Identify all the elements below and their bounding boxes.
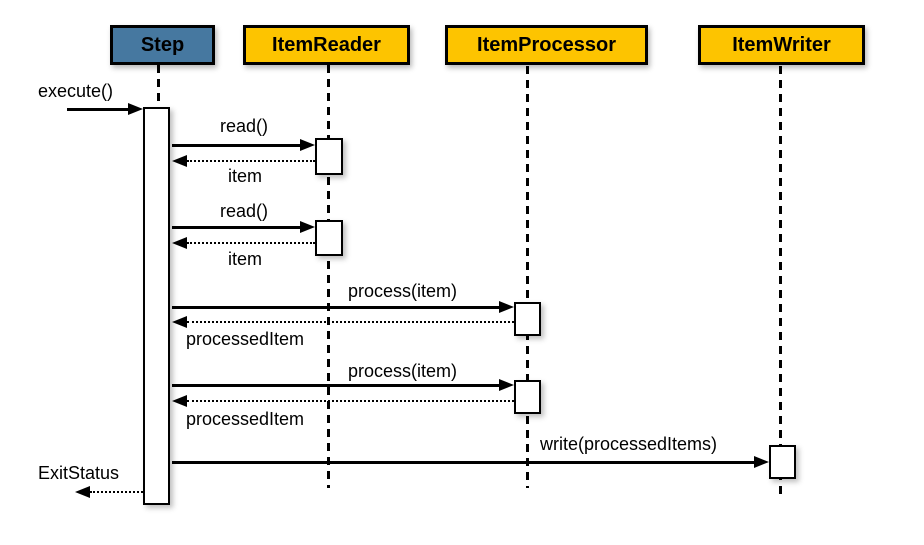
message-execute-arrowhead-icon	[128, 103, 143, 115]
lifeline-header-itemwriter: ItemWriter	[698, 25, 865, 65]
activation-itemwriter-1	[769, 445, 796, 479]
activation-itemreader-1	[315, 138, 343, 175]
message-read2-label: read()	[220, 201, 269, 221]
message-read2-arrowhead-icon	[300, 221, 315, 233]
message-processeditem1-line	[187, 321, 514, 323]
activation-step	[143, 107, 170, 505]
message-process2-line	[172, 384, 499, 387]
message-processeditem2-arrowhead-icon	[172, 395, 187, 407]
message-read1-arrowhead-icon	[300, 139, 315, 151]
message-item2-label: item	[228, 249, 263, 269]
message-processeditem2-label: processedItem	[186, 409, 305, 429]
message-write-arrowhead-icon	[754, 456, 769, 468]
activation-itemprocessor-1	[514, 302, 541, 336]
message-item2-arrowhead-icon	[172, 237, 187, 249]
lifeline-label-itemprocessor: ItemProcessor	[477, 33, 616, 56]
lifeline-step	[157, 65, 160, 107]
lifeline-header-step: Step	[110, 25, 215, 65]
message-exitstatus-line	[90, 491, 143, 493]
lifeline-header-itemprocessor: ItemProcessor	[445, 25, 648, 65]
lifeline-itemprocessor	[526, 66, 529, 488]
lifeline-header-itemreader: ItemReader	[243, 25, 410, 65]
message-process1-label: process(item)	[348, 281, 458, 301]
activation-itemreader-2	[315, 220, 343, 256]
message-read1-label: read()	[220, 116, 269, 136]
message-write-line	[172, 461, 754, 464]
message-processeditem1-arrowhead-icon	[172, 316, 187, 328]
message-item2-line	[187, 242, 315, 244]
message-execute-label: execute()	[38, 81, 114, 101]
message-read2-line	[172, 226, 302, 229]
message-process1-arrowhead-icon	[499, 301, 514, 313]
message-execute-line	[67, 108, 129, 111]
activation-itemprocessor-2	[514, 380, 541, 414]
message-process2-label: process(item)	[348, 361, 458, 381]
lifeline-itemwriter	[779, 66, 782, 500]
message-read1-line	[172, 144, 302, 147]
lifeline-label-itemreader: ItemReader	[272, 33, 381, 56]
message-item1-label: item	[228, 166, 263, 186]
lifeline-label-step: Step	[140, 33, 185, 56]
message-exitstatus-label: ExitStatus	[38, 463, 120, 483]
message-process2-arrowhead-icon	[499, 379, 514, 391]
lifeline-label-itemwriter: ItemWriter	[732, 33, 831, 56]
message-write-label: write(processedItems)	[540, 434, 718, 454]
message-exitstatus-arrowhead-icon	[75, 486, 90, 498]
lifeline-itemreader	[327, 65, 330, 488]
message-item1-arrowhead-icon	[172, 155, 187, 167]
message-item1-line	[187, 160, 315, 162]
message-processeditem1-label: processedItem	[186, 329, 305, 349]
message-processeditem2-line	[187, 400, 514, 402]
message-process1-line	[172, 306, 499, 309]
